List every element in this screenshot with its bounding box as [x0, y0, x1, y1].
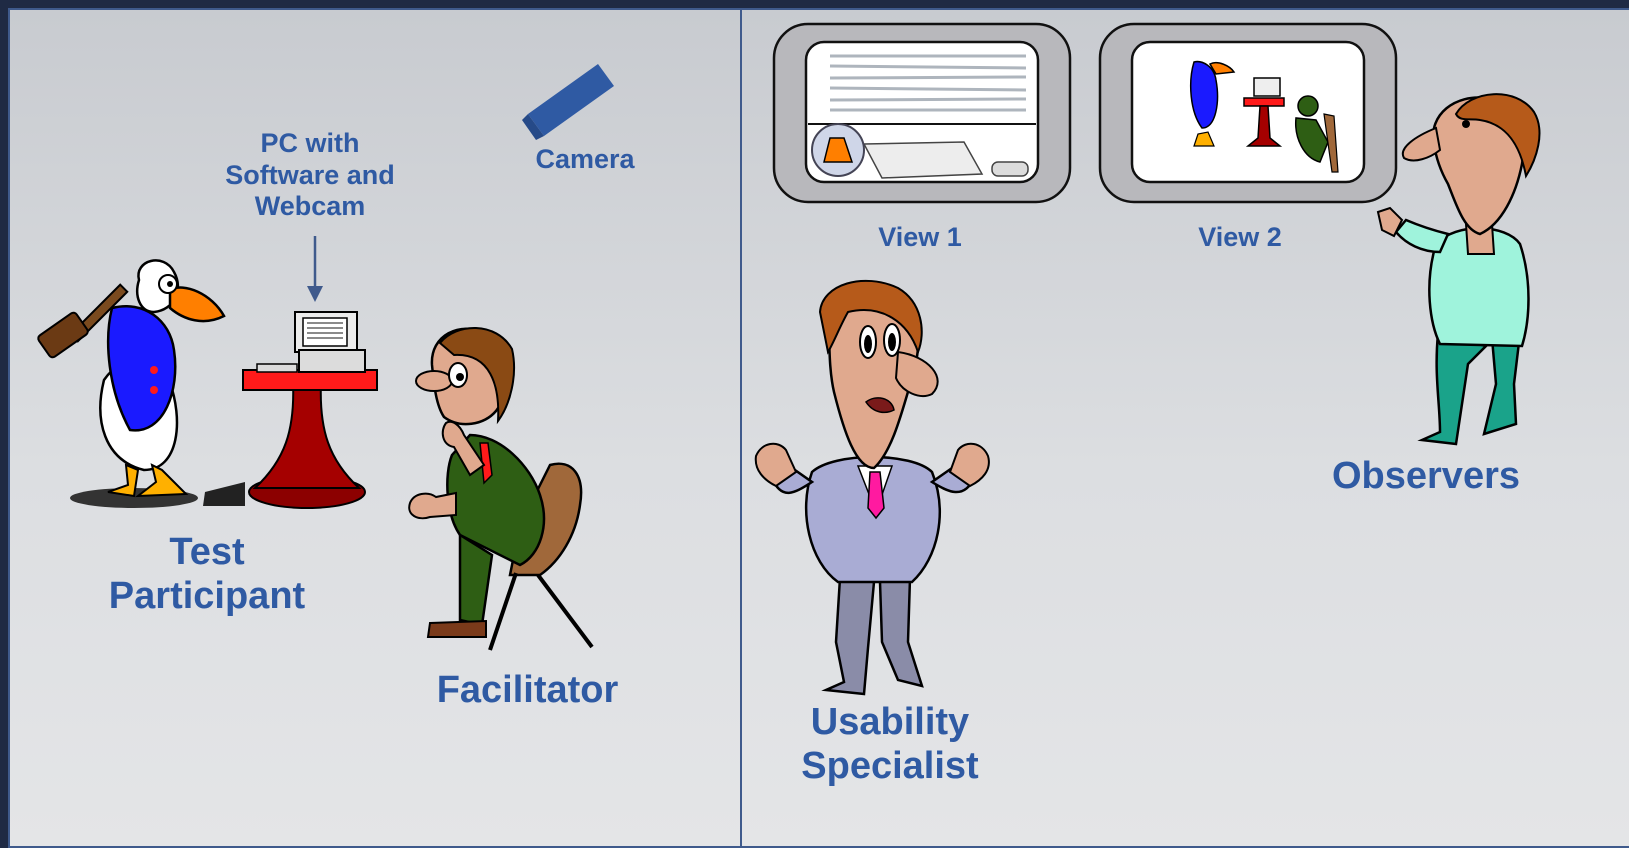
usability-specialist-illustration: [754, 279, 990, 696]
pc-label-line-3: Webcam: [254, 191, 366, 222]
test-participant-label-line-2: Participant: [108, 575, 306, 618]
pc-label: PC with Software and Webcam: [190, 128, 430, 223]
observer-illustration: [1376, 93, 1541, 446]
test-participant-label: Test Participant: [92, 530, 322, 619]
view-1-monitor-illustration: [772, 22, 1072, 204]
usability-specialist-label-line-2: Specialist: [801, 745, 979, 788]
view-2-label: View 2: [1198, 222, 1282, 252]
usability-specialist-label-line-1: Usability: [810, 701, 970, 743]
pc-label-line-2: Software and: [225, 159, 395, 190]
camera-label: Camera: [535, 144, 635, 174]
facilitator-label: Facilitator: [436, 669, 619, 711]
view-1-label: View 1: [878, 222, 962, 252]
view-2-monitor-illustration: [1098, 22, 1398, 204]
facilitator-illustration: [408, 327, 594, 651]
pc-pointer-arrow: [307, 236, 323, 302]
observers-label: Observers: [1331, 455, 1520, 497]
duck-participant-illustration: [37, 259, 226, 508]
usability-specialist-label: Usability Specialist: [770, 700, 1010, 789]
camera-icon: [522, 64, 614, 140]
pc-label-line-1: PC with: [260, 128, 360, 158]
pc-on-table-illustration: [203, 311, 378, 509]
test-participant-label-line-1: Test: [169, 531, 245, 573]
